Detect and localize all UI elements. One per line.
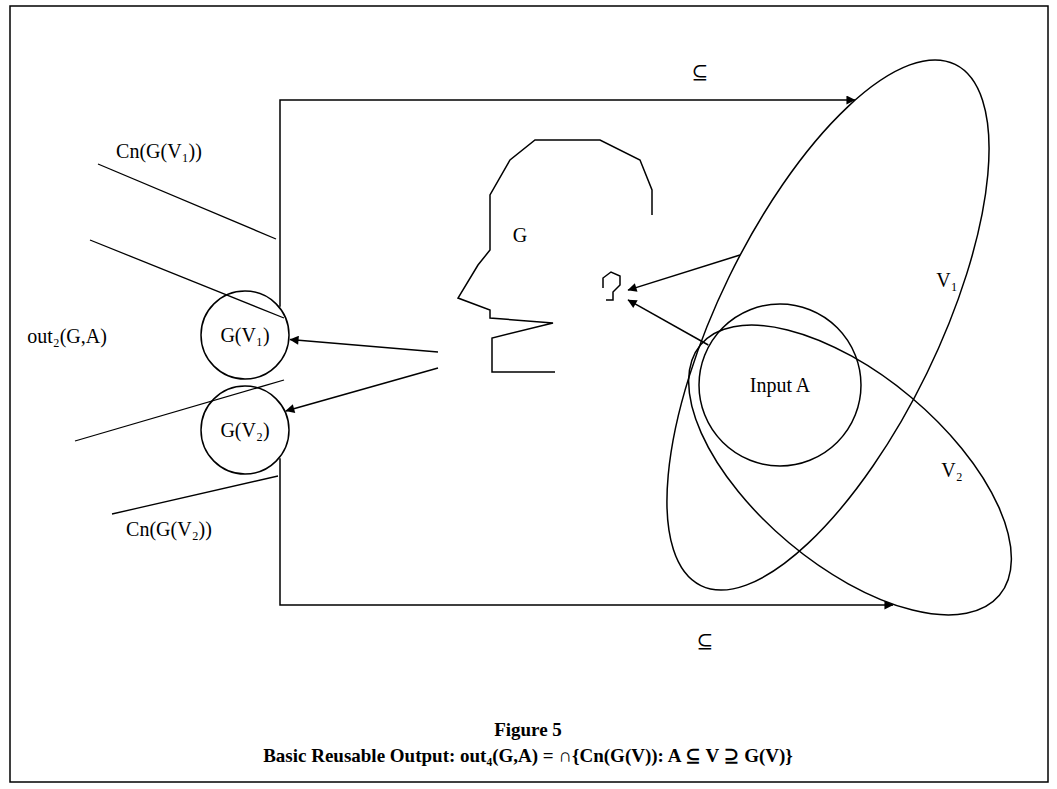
leader-line — [90, 240, 284, 318]
connector-arrow — [628, 255, 740, 290]
head-silhouette-outline — [438, 135, 628, 380]
caption-formula-holder: Basic Reusable Output: out₄(G,A) = ∩{Cn(… — [263, 745, 793, 767]
output-circle: G(V₁) — [200, 290, 290, 380]
edge-label: ⊆ — [692, 61, 709, 84]
node-label: G(V₂) — [220, 419, 269, 442]
node-label: V₁ — [936, 269, 957, 292]
connector-arrow — [286, 368, 438, 411]
figure-caption: Figure 5 — [494, 719, 562, 741]
node-label-holder: G(V₁) — [220, 324, 269, 347]
connector-arrow — [290, 340, 438, 353]
leader-line — [112, 476, 278, 514]
edge-label-holder: ⊆ — [697, 630, 714, 653]
set-ellipse: V₂ — [689, 325, 1011, 615]
set-ellipse-outline — [667, 60, 989, 590]
frame-border — [10, 6, 1048, 782]
edge-label: ⊆ — [697, 630, 714, 653]
connector-arrow — [628, 300, 708, 345]
connector-arrow — [280, 100, 855, 307]
callout-label-holder: Cn(G(V₁)) — [116, 140, 202, 163]
callout-label: Cn(G(V₂)) — [126, 518, 212, 541]
leader-line — [75, 380, 284, 441]
edge-label-holder: ⊆ — [692, 61, 709, 84]
callout-label-holder: Cn(G(V₂)) — [126, 518, 212, 541]
node-label: Input A — [750, 374, 811, 397]
node-label-holder: V₂ — [941, 459, 962, 482]
set-ellipse: V₁ Input A — [667, 60, 989, 590]
head-silhouette: G — [438, 135, 628, 380]
connector-arrow — [280, 458, 893, 605]
callout-label: out₂(G,A) — [27, 325, 107, 348]
output-circle: G(V₂) — [200, 385, 290, 475]
node-label-holder: G(V₂) — [220, 419, 269, 442]
figure-caption-holder: Figure 5 — [494, 719, 562, 741]
caption-formula: Basic Reusable Output: out₄(G,A) = ∩{Cn(… — [263, 745, 793, 767]
callout-label: Cn(G(V₁)) — [116, 140, 202, 163]
node-label-holder: Input A — [750, 374, 811, 397]
node-label-holder: V₁ — [936, 269, 957, 292]
node-label-holder: G — [513, 224, 527, 247]
node-label: G — [513, 224, 527, 247]
node-label: V₂ — [941, 459, 962, 482]
callout-label-holder: out₂(G,A) — [27, 325, 107, 348]
leader-line — [98, 164, 276, 239]
node-label: G(V₁) — [220, 324, 269, 347]
